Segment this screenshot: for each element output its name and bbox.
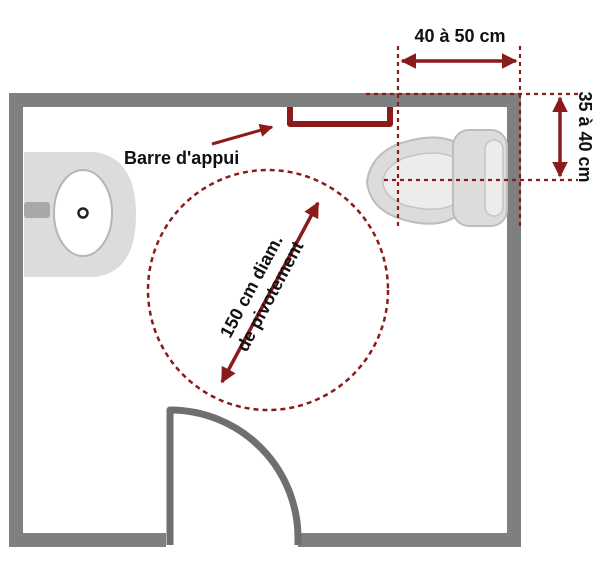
grab-bar-shape [287,107,393,127]
door [166,406,302,545]
grab-bar-pointer-arrow [211,123,274,146]
drain-icon [77,207,89,219]
sink-basin [53,169,113,257]
wall-outline [9,93,521,547]
grab-bar-label: Barre d'appui [124,148,239,168]
width-dimension-label: 40 à 50 cm [414,26,505,46]
faucet-icon [24,202,50,218]
height-dimension-label: 35 à 40 cm [575,91,595,182]
turning-space [146,168,390,412]
door-leaf [166,406,302,545]
toilet-tank-lid [484,139,504,217]
toilet-seat-inner [382,152,456,210]
diameter-arrow [220,201,320,384]
walls [9,93,521,547]
dimension-arrows [400,53,568,178]
turning-diameter-labels: 150 cm diam. de pivotement [216,232,307,355]
sink [24,152,136,277]
dimension-guides [366,46,578,228]
turning-circle [146,168,390,412]
grab-bar [287,107,393,127]
toilet [365,129,508,227]
